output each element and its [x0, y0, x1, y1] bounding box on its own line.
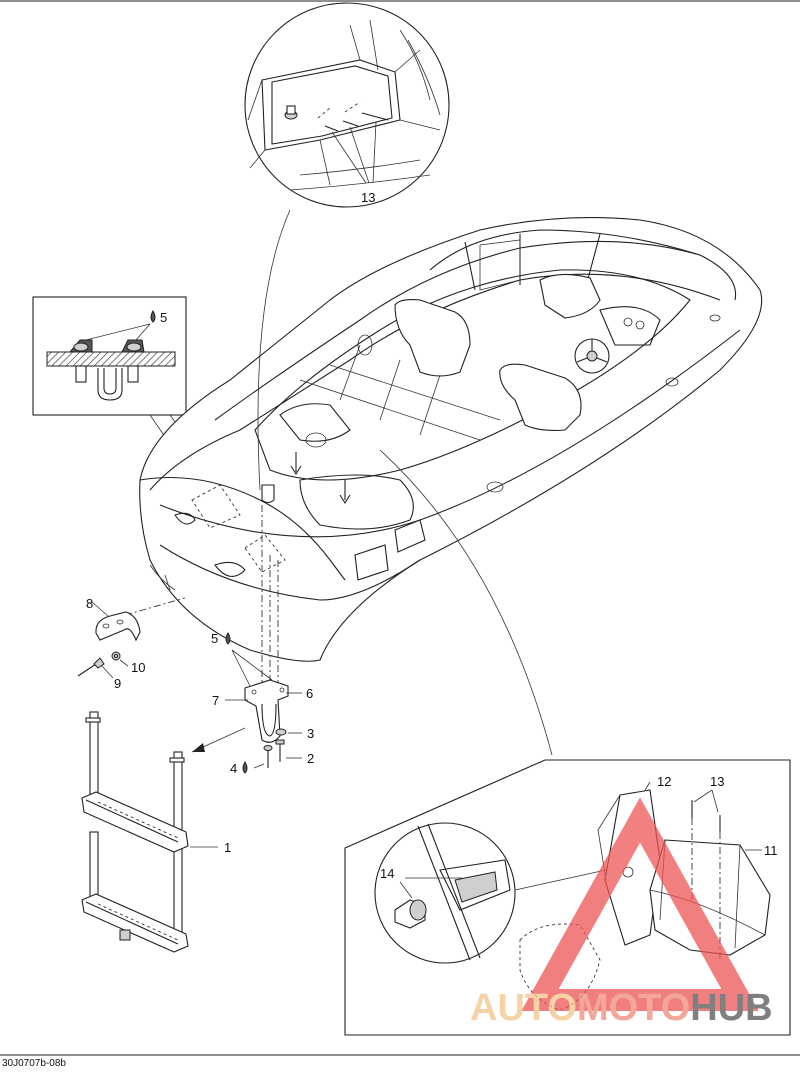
part-10-washer: 10 [111, 651, 145, 675]
steering-wheel [574, 338, 610, 374]
label-9: 9 [114, 676, 121, 691]
label-1: 1 [224, 840, 231, 855]
seats [394, 273, 601, 431]
detail-circle-top: 13 [244, 2, 450, 208]
label-6: 6 [306, 686, 313, 701]
label-2: 2 [307, 751, 314, 766]
watermark-text: AUTOMOTOHUB [470, 987, 773, 1029]
label-12: 12 [657, 774, 671, 789]
leader-arcs [257, 209, 553, 756]
detail-circle-small: 14 [374, 822, 516, 964]
label-13-top: 13 [361, 190, 375, 205]
lubricant-drop-icon [150, 309, 156, 323]
part-7-6-bracket: 7 6 5 [211, 631, 313, 743]
detail-box-left: 5 [32, 296, 226, 496]
watermark-triangle [521, 797, 759, 1011]
label-11: 11 [764, 843, 778, 858]
lubricant-drop-icon-2 [225, 631, 231, 645]
lubricant-drop-icon-3 [242, 760, 248, 774]
footer-code: 30J0707b-08b [2, 1058, 66, 1069]
part-2-screw: 2 [275, 739, 314, 766]
boat-hull [139, 216, 763, 662]
part-4-screw: 4 [230, 745, 273, 776]
part-9-screw: 9 [77, 657, 121, 691]
part-1-ladder: 1 [81, 711, 246, 953]
part-3-washer: 3 [275, 726, 314, 741]
label-4: 4 [230, 761, 237, 776]
label-10: 10 [131, 660, 145, 675]
watermark-logo: AUTOMOTOHUB [470, 797, 773, 1029]
label-3: 3 [307, 726, 314, 741]
screws-13-box: 13 [691, 774, 724, 960]
label-5-bracket: 5 [211, 631, 218, 646]
part-8-bracket: 8 [86, 596, 141, 642]
part-11-tray: 11 [649, 839, 778, 956]
assembly-lines [124, 505, 279, 700]
screws-13-top [317, 101, 389, 132]
label-7: 7 [212, 693, 219, 708]
label-14: 14 [380, 866, 394, 881]
label-8: 8 [86, 596, 93, 611]
label-5-box: 5 [160, 310, 167, 325]
detail-box-right: 14 12 11 13 [344, 759, 791, 1036]
nut-detail [284, 105, 298, 120]
label-13-box: 13 [710, 774, 724, 789]
